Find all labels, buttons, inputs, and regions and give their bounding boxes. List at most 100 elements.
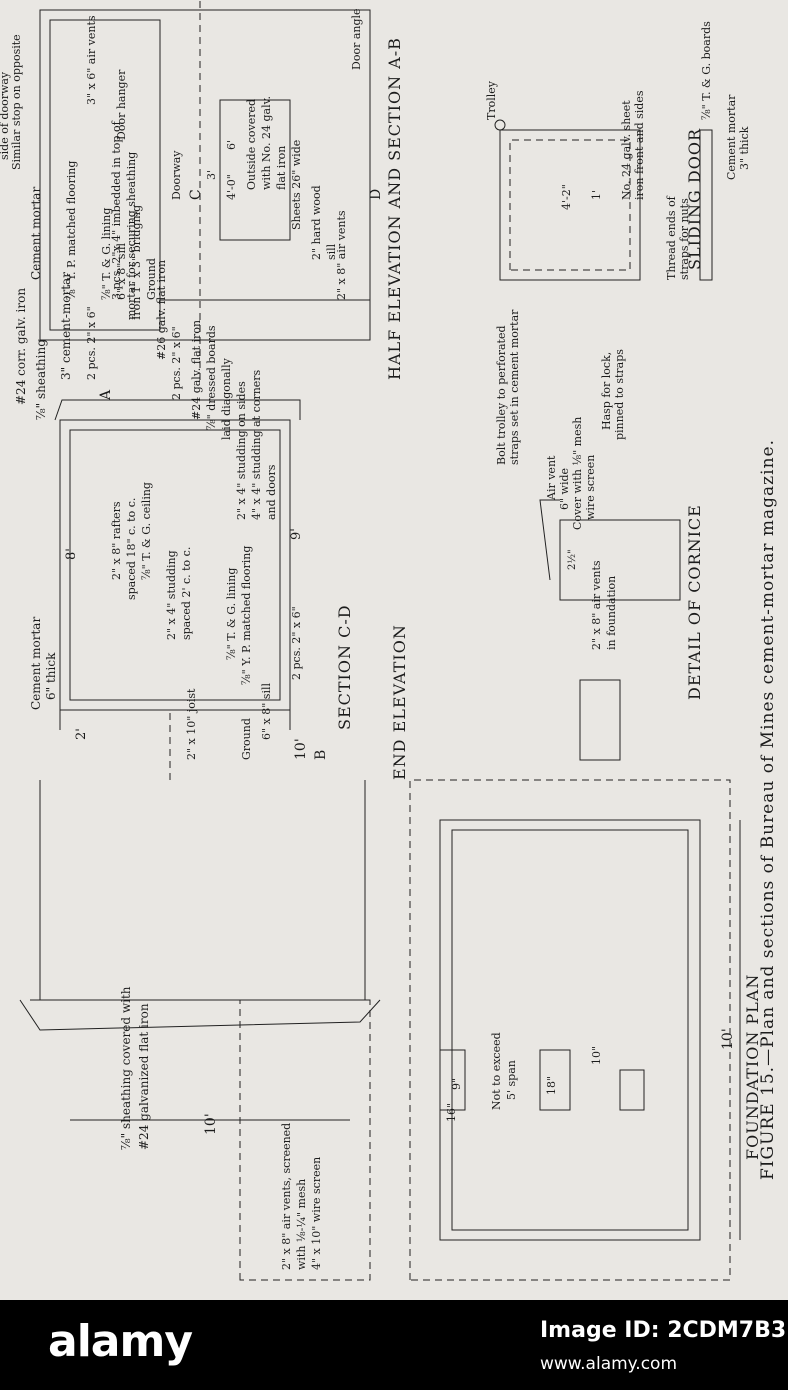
label-joist: 2" x 10" joist	[185, 688, 198, 760]
technical-drawing: FIGURE 15.—Plan and sections of Bureau o…	[0, 0, 778, 1281]
label-similar-stop: Similar stop on opposite	[10, 34, 23, 170]
view-title-detail-cornice: DETAIL OF CORNICE	[685, 504, 704, 700]
label-cm-3-thick: Cement mortar	[725, 94, 738, 180]
view-title-section-cd: SECTION C-D	[335, 604, 354, 730]
section-cd-height-8: 8'	[64, 548, 79, 560]
doorway-frame	[219, 99, 291, 241]
marker-a: A	[98, 389, 114, 401]
dim-four-two: 4'-2"	[560, 184, 573, 210]
label-wire-screen: 4" x 10" wire screen	[310, 1157, 323, 1270]
label-flat-iron-26: #26 galv. flat iron	[155, 260, 168, 360]
label-trolley: Trolley	[485, 80, 498, 120]
detail-cornice: 2" x 8" air vents in foundation Air vent…	[539, 417, 704, 761]
dim-one-ft: 1'	[590, 190, 603, 200]
label-half-cement-mortar: Cement mortar	[29, 187, 43, 280]
label-flat-iron-24: #24 galv. flat iron	[190, 320, 203, 420]
end-elevation-roof-outline	[19, 999, 381, 1031]
label-not-to-exceed: Not to exceed	[490, 1032, 503, 1110]
cornice-block	[559, 519, 681, 601]
label-hw-sill: sill	[325, 243, 338, 260]
label-flat-iron: flat iron	[275, 146, 288, 190]
label-pcs-2x4: 3 pcs. 2"x 4" imbedded in top of	[110, 120, 123, 300]
sliding-door-panel	[509, 139, 631, 271]
label-tg-ceiling: ⅞" T. & G. ceiling	[140, 482, 153, 580]
marker-b: B	[313, 750, 329, 760]
half-elevation-section	[49, 19, 161, 331]
label-yp-flooring: ⅞" Y. P. matched flooring	[240, 546, 253, 685]
marker-d: D	[368, 189, 384, 200]
label-dressed-boards: ⅞" dressed boards	[205, 325, 218, 430]
section-cd-height-2: 2'	[74, 728, 89, 740]
label-vents-2x8: 2" x 8" air vents	[335, 210, 348, 300]
foundation-plan: 10' 16" 9" 18" 10" Not to exceed 5' span…	[409, 779, 762, 1281]
label-sheets-26: Sheets 26" wide	[290, 140, 303, 230]
label-three-thick: 3" thick	[738, 126, 751, 170]
view-title-half-elevation: HALF ELEVATION AND SECTION A-B	[385, 37, 404, 380]
label-outside-covered: Outside covered	[245, 99, 258, 190]
label-side-doorway: side of doorway	[0, 71, 11, 160]
label-studding: 2" x 4" studding	[165, 550, 178, 640]
label-tg-boards: ⅞" T. & G. boards	[700, 21, 713, 120]
label-bolt-trolley: Bolt trolley to perforated	[495, 325, 508, 465]
dim-two-half: 2½"	[567, 549, 578, 570]
alamy-logo[interactable]: alamy	[48, 1316, 193, 1367]
section-cd-roof	[54, 399, 301, 421]
label-wire-screen-c: wire screen	[584, 455, 597, 520]
scanned-drawing: FIGURE 15.—Plan and sections of Bureau o…	[0, 0, 788, 1300]
label-with-no24: with No. 24 galv.	[260, 96, 273, 190]
dim-six: 6'	[225, 140, 238, 150]
label-hard-wood: 2" hard wood	[310, 185, 323, 260]
half-elevation-frame	[39, 9, 371, 341]
section-cd-frame	[59, 419, 291, 711]
label-pinned: pinned to straps	[613, 349, 626, 440]
foundation-dim-10: 10"	[590, 1046, 603, 1065]
site-url[interactable]: www.alamy.com	[540, 1354, 678, 1374]
label-with-mesh: with ⅛-¼" mesh	[295, 1179, 308, 1270]
label-pcs-2x6-a: 2 pcs. 2" x 6"	[170, 326, 183, 400]
label-thread-ends: Thread ends of	[665, 195, 678, 280]
label-pcs-2x6-c: 2 pcs. 2" x 6"	[85, 306, 98, 380]
foundation-inner-wall	[451, 829, 689, 1231]
foundation-pier	[539, 1049, 571, 1111]
half-elevation: Cement mortar ⅞" T. & G. lining ⅞" Y. P.…	[0, 0, 404, 380]
label-ground: Ground	[240, 718, 253, 760]
label-half-ground: Ground	[145, 258, 158, 300]
view-title-end-elevation: END ELEVATION	[390, 624, 409, 780]
end-elevation-width: 10'	[203, 1113, 219, 1135]
stock-footer: alamy Image ID: 2CDM7B3 www.alamy.com	[0, 1300, 788, 1390]
label-half-tg-lining: ⅞" T. & G. lining	[100, 208, 113, 300]
label-six-wide: 6" wide	[558, 468, 571, 510]
label-door-hanger: Door hanger	[115, 69, 128, 140]
label-spaced-18: spaced 18" c. to c.	[125, 498, 138, 600]
foundation-pier-edge	[439, 1049, 466, 1111]
marker-c: C	[188, 189, 204, 200]
end-elevation: 10' ⅞" sheathing covered with #24 galvan…	[19, 624, 409, 1281]
foundation-pier-2	[619, 1069, 645, 1111]
label-iron-bridging: Iron 1" x 3" bridging	[130, 205, 143, 320]
label-pcs-2x6-b: 2 pcs. 2" x 6"	[290, 606, 303, 680]
foundation-dim-18: 18"	[545, 1076, 558, 1095]
label-rafters: 2" x 8" rafters	[110, 501, 123, 580]
label-six-thick: 6" thick	[44, 652, 58, 700]
figure-caption: FIGURE 15.—Plan and sections of Bureau o…	[758, 439, 778, 1180]
foundation-inner-outline	[439, 819, 701, 1241]
label-tg-lining: ⅞" T. & G. lining	[225, 568, 238, 660]
image-id: Image ID: 2CDM7B3	[540, 1318, 787, 1343]
label-cornice-vents: 2" x 8" air vents	[590, 560, 603, 650]
label-and-doors: and doors	[265, 464, 278, 520]
label-vents-3x6: 3" x 6" air vents	[85, 15, 98, 105]
foundation-dim-16: 16"	[445, 1103, 458, 1122]
label-laid-diag: laid diagonally	[220, 357, 233, 440]
view-title-foundation-plan: FOUNDATION PLAN	[743, 974, 762, 1160]
label-cement-mortar-6: Cement mortar	[29, 617, 43, 710]
section-cd-width: 10'	[293, 738, 309, 760]
label-half-yp-flooring: ⅞" Y. P. matched flooring	[65, 161, 78, 300]
sliding-door-frame	[499, 129, 641, 281]
label-iron-front: iron front and sides	[633, 90, 646, 200]
trolley-wheel	[494, 119, 506, 131]
foundation-outer-outline	[409, 779, 731, 1281]
section-cd: Cement mortar 6" thick ⅞" T. & G. ceilin…	[14, 120, 354, 780]
view-title-sliding-door: SLIDING DOOR	[685, 128, 704, 270]
label-cover-mesh: Cover with ⅛" mesh	[571, 417, 584, 530]
label-studding-corners: 4" x 4" studding at corners	[250, 369, 263, 520]
